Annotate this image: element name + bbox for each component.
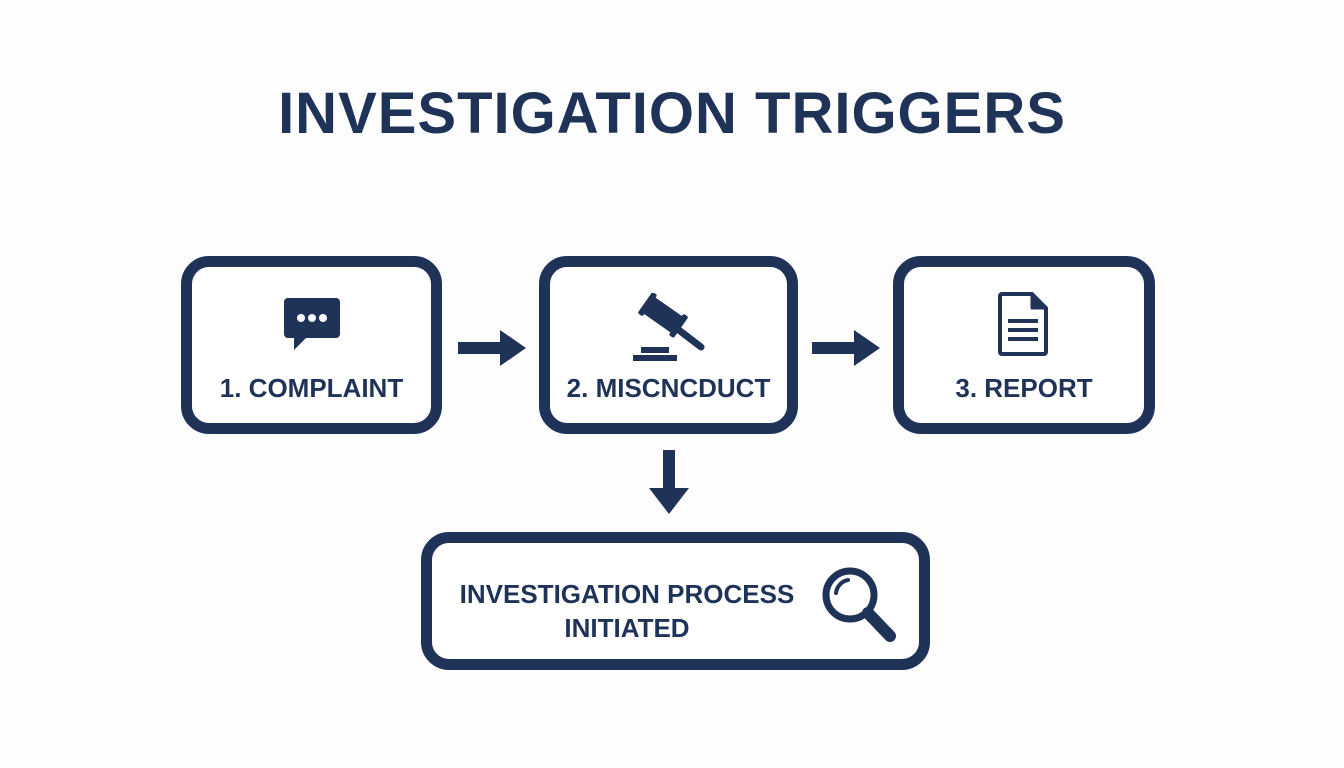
step-misconduct-label: 2. MISCNCDUCT: [566, 373, 771, 403]
step-report-label: 3. REPORT: [955, 373, 1093, 403]
step-misconduct-box: 2. MISCNCDUCT: [539, 256, 798, 434]
investigation-initiated-label: INVESTIGATION PROCESS INITIATED: [457, 577, 797, 645]
chat-bubble-icon: [282, 296, 342, 357]
arrow-down-icon: [649, 450, 689, 514]
magnifier-icon: [818, 563, 898, 652]
document-icon: [998, 292, 1050, 361]
page-title: INVESTIGATION TRIGGERS: [278, 81, 1066, 146]
step-report-box: 3. REPORT: [893, 256, 1155, 434]
arrow-right-icon: [458, 330, 526, 366]
investigation-initiated-box: INVESTIGATION PROCESS INITIATED: [421, 532, 930, 670]
step-complaint-label: 1. COMPLAINT: [219, 373, 404, 403]
step-complaint-box: 1. COMPLAINT: [181, 256, 442, 434]
gavel-icon: [627, 292, 711, 370]
result-line-1: INVESTIGATION PROCESS: [459, 579, 795, 609]
result-line-2: INITIATED: [564, 613, 690, 643]
arrow-right-icon: [812, 330, 880, 366]
